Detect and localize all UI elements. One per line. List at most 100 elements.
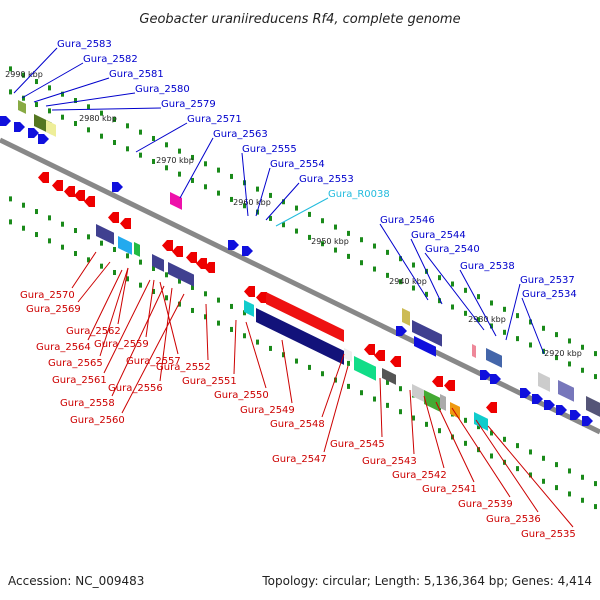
forward-gene-arrow xyxy=(38,134,49,144)
gene-label: Gura_2562 xyxy=(66,326,121,337)
gene-block xyxy=(586,396,600,417)
gene-block xyxy=(354,356,376,381)
forward-gene-arrow xyxy=(228,240,239,250)
tick-dot xyxy=(230,173,233,179)
tick-dot xyxy=(438,298,441,304)
gene-label: Gura_R0038 xyxy=(328,189,390,200)
gene-label: Gura_2536 xyxy=(486,514,541,525)
leader-line xyxy=(179,137,214,199)
gene-label: Gura_2565 xyxy=(48,358,103,369)
tick-dot xyxy=(178,148,181,154)
tick-dot xyxy=(581,367,584,373)
tick-dot xyxy=(490,300,493,306)
forward-gene-arrow xyxy=(490,374,501,384)
leader-line xyxy=(13,47,58,94)
leader-line xyxy=(424,252,485,331)
forward-gene-arrow xyxy=(544,400,555,410)
gene-block xyxy=(134,242,140,257)
reverse-gene-arrow xyxy=(38,172,49,183)
tick-dot xyxy=(516,466,519,472)
tick-dot xyxy=(464,440,467,446)
tick-dot xyxy=(477,317,480,323)
leader-line xyxy=(159,281,179,355)
tick-dot xyxy=(451,281,454,287)
gene-block xyxy=(118,236,132,255)
tick-dot xyxy=(594,504,597,510)
tick-dot xyxy=(542,478,545,484)
reverse-gene-arrow xyxy=(52,180,63,191)
tick-dot xyxy=(542,348,545,354)
gene-block xyxy=(344,348,352,362)
leader-line xyxy=(21,62,84,99)
tick-dot xyxy=(100,110,103,116)
tick-dot xyxy=(139,152,142,158)
tick-dot xyxy=(9,219,12,225)
tick-dot xyxy=(347,383,350,389)
leader-line xyxy=(233,319,237,375)
reverse-gene-arrow xyxy=(64,186,75,197)
tick-dot xyxy=(464,310,467,316)
gene-label: Gura_2561 xyxy=(52,375,107,386)
reverse-gene-arrow xyxy=(432,376,443,387)
forward-gene-arrow xyxy=(28,128,39,138)
tick-dot xyxy=(217,167,220,173)
tick-dot xyxy=(165,142,168,148)
tick-dot xyxy=(347,360,350,366)
tick-dot xyxy=(113,246,116,252)
leader-line xyxy=(121,293,185,414)
gene-label: Gura_2550 xyxy=(214,390,269,401)
tick-dot xyxy=(48,85,51,91)
tick-dot xyxy=(581,474,584,480)
reverse-gene-arrow xyxy=(374,350,385,361)
reverse-gene-arrow xyxy=(172,246,183,257)
gene-block xyxy=(96,224,114,245)
tick-dot xyxy=(516,313,519,319)
tick-dot xyxy=(555,355,558,361)
gene-block xyxy=(382,368,396,385)
tick-dot xyxy=(555,332,558,338)
gene-block xyxy=(152,254,164,272)
gene-label: Gura_2571 xyxy=(187,114,242,125)
gene-block xyxy=(266,292,344,342)
tick-dot xyxy=(464,287,467,293)
kbp-tick-label: 2980 kbp xyxy=(79,114,117,123)
tick-dot xyxy=(542,455,545,461)
gene-label: Gura_2547 xyxy=(272,454,327,465)
leader-line xyxy=(423,395,445,469)
tick-dot xyxy=(425,421,428,427)
gene-label: Gura_2559 xyxy=(94,339,149,350)
tick-dot xyxy=(373,396,376,402)
tick-dot xyxy=(230,196,233,202)
tick-dot xyxy=(399,256,402,262)
kbp-tick-label: 2960 kbp xyxy=(233,198,271,207)
leader-line xyxy=(451,407,511,498)
gene-label: Gura_2557 xyxy=(126,356,181,367)
reverse-gene-arrow xyxy=(244,286,255,297)
gene-block xyxy=(424,390,440,412)
leader-line xyxy=(435,401,475,483)
tick-dot xyxy=(22,72,25,78)
tick-dot xyxy=(568,468,571,474)
tick-dot xyxy=(529,319,532,325)
tick-dot xyxy=(581,344,584,350)
gene-label: Gura_2560 xyxy=(70,415,125,426)
tick-dot xyxy=(490,323,493,329)
tick-dot xyxy=(412,262,415,268)
gene-block xyxy=(472,344,476,358)
label-leaders xyxy=(13,47,574,528)
tick-dot xyxy=(191,307,194,313)
gene-label: Gura_2554 xyxy=(270,159,325,170)
gene-block xyxy=(170,192,182,210)
gene-labels: Gura_2583Gura_2582Gura_2581Gura_2580Gura… xyxy=(20,39,577,540)
tick-dot xyxy=(373,243,376,249)
tick-dot xyxy=(477,424,480,430)
leader-line xyxy=(487,425,574,528)
tick-dot xyxy=(165,165,168,171)
tick-dot xyxy=(438,428,441,434)
tick-dot xyxy=(35,79,38,85)
reverse-gene-arrow xyxy=(390,356,401,367)
forward-gene-arrow xyxy=(582,416,593,426)
tick-dot xyxy=(425,291,428,297)
forward-gene-arrow xyxy=(532,394,543,404)
tick-dot xyxy=(243,333,246,339)
